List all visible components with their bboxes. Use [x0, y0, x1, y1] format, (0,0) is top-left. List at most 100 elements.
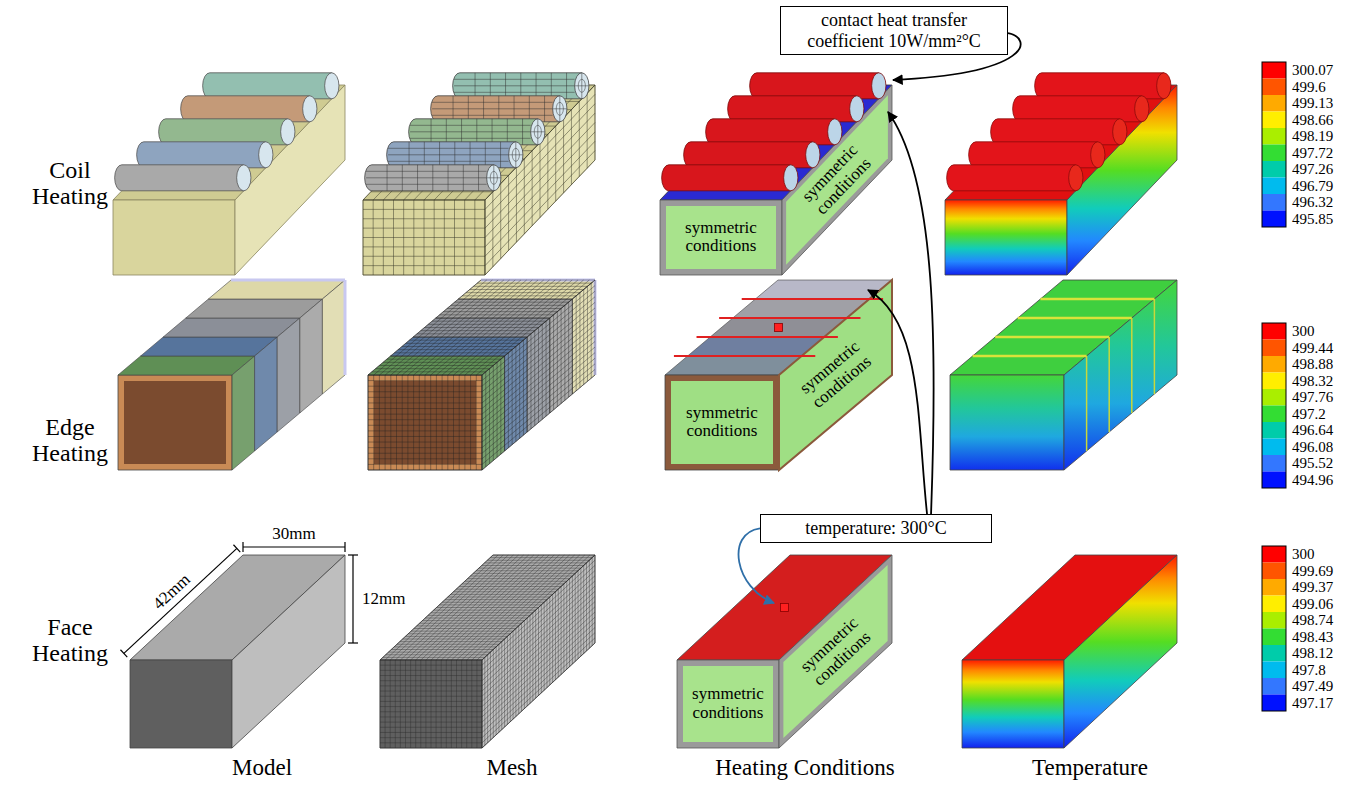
mesh-line [379, 375, 380, 470]
mesh-line [482, 347, 595, 442]
coil-body [203, 73, 332, 99]
mesh-line [532, 613, 533, 701]
top-strip [186, 299, 323, 318]
column-label: Temperature [1032, 755, 1148, 780]
mesh-line [489, 369, 490, 464]
mesh-line [432, 102, 553, 103]
mesh-line [482, 591, 595, 696]
top-strip [163, 318, 300, 337]
colorbar [1262, 546, 1286, 711]
mesh-line [448, 165, 449, 191]
mesh-line [454, 85, 575, 86]
mesh-line [482, 353, 595, 448]
mesh-line [368, 391, 482, 392]
mesh-line [380, 727, 482, 728]
colorbar-value: 497.49 [1292, 678, 1333, 695]
symmetry-face [783, 565, 887, 738]
dimension-line [243, 546, 345, 547]
colorbar-outline [1262, 546, 1286, 711]
mesh-line [408, 633, 510, 634]
mesh-line [439, 142, 440, 168]
mesh-line [535, 610, 536, 698]
colorbar-band [1262, 95, 1286, 112]
colorbar-band [1262, 62, 1286, 79]
mesh-line [505, 73, 506, 99]
side-strip [572, 280, 595, 394]
mesh-line [482, 602, 595, 707]
block-front [962, 660, 1064, 748]
face-mesh-model [380, 555, 595, 748]
mesh-line [527, 337, 528, 432]
side-strip [300, 299, 323, 413]
colorbar [1262, 62, 1286, 227]
mesh-line [458, 299, 572, 300]
mesh-line [497, 362, 498, 457]
coil-body [387, 142, 516, 168]
column-label: Heating Conditions [715, 755, 895, 780]
mesh-line [385, 375, 386, 470]
mesh-line [441, 660, 442, 748]
column-label: Mesh [486, 755, 537, 780]
mesh-line [475, 73, 476, 99]
callout-text: temperature: 300°C [769, 518, 983, 539]
mesh-line [366, 184, 487, 185]
colorbar-value: 498.88 [1292, 356, 1333, 373]
mesh-line [380, 706, 482, 707]
mesh-line [380, 696, 482, 697]
mesh-line [538, 328, 539, 423]
dimension-line [124, 548, 237, 653]
mesh-line [368, 458, 482, 459]
mesh-line [546, 321, 547, 416]
coil-body [431, 96, 560, 122]
mesh-line [493, 366, 494, 461]
dimension-label: 12mm [362, 590, 405, 609]
mesh-line [482, 612, 595, 717]
mesh-line [493, 555, 595, 556]
mesh-line [455, 302, 569, 303]
mesh-line [484, 657, 485, 745]
edge-mesh-model [368, 280, 595, 470]
mesh-line [555, 592, 556, 680]
mesh-line [368, 402, 482, 403]
mesh-line [518, 626, 519, 714]
mesh-line [425, 375, 426, 470]
mesh-line [595, 555, 596, 643]
mesh-line [536, 73, 537, 99]
mesh-line [380, 680, 482, 681]
block-front-inner [124, 381, 226, 464]
coil-body [1035, 73, 1164, 99]
mesh-line [463, 165, 464, 191]
mesh-line [428, 615, 530, 616]
mesh-line [368, 419, 482, 420]
load-point [775, 324, 783, 332]
mesh-line [396, 375, 397, 470]
mesh-line [387, 359, 501, 360]
colorbar-value: 300 [1292, 546, 1315, 563]
colorbar-band [1262, 323, 1286, 340]
mesh-line [443, 311, 557, 312]
mesh-grid [368, 280, 595, 375]
mesh-line [490, 557, 592, 558]
mesh-line [363, 237, 485, 238]
mesh-line [402, 346, 516, 347]
mesh-line [534, 331, 535, 426]
mesh-line [515, 629, 516, 717]
coil-body [181, 96, 310, 122]
colorbar-band [1262, 596, 1286, 613]
mesh-line [504, 356, 505, 451]
mesh-line [498, 96, 499, 122]
hot-edge [1018, 317, 1132, 320]
mesh-line [380, 660, 482, 661]
block-edge [594, 280, 597, 375]
colorbar-value: 499.06 [1292, 596, 1333, 613]
mesh-line [563, 584, 564, 672]
colorbar-value: 496.08 [1292, 439, 1333, 456]
mesh-line [411, 631, 513, 632]
block-edge [344, 280, 347, 375]
mesh-line [482, 622, 595, 727]
mesh-line [468, 96, 469, 122]
symmetry-face [779, 280, 892, 470]
colorbar-value: 498.74 [1292, 612, 1333, 629]
side-strip [277, 318, 300, 432]
colorbar-band [1262, 629, 1286, 646]
